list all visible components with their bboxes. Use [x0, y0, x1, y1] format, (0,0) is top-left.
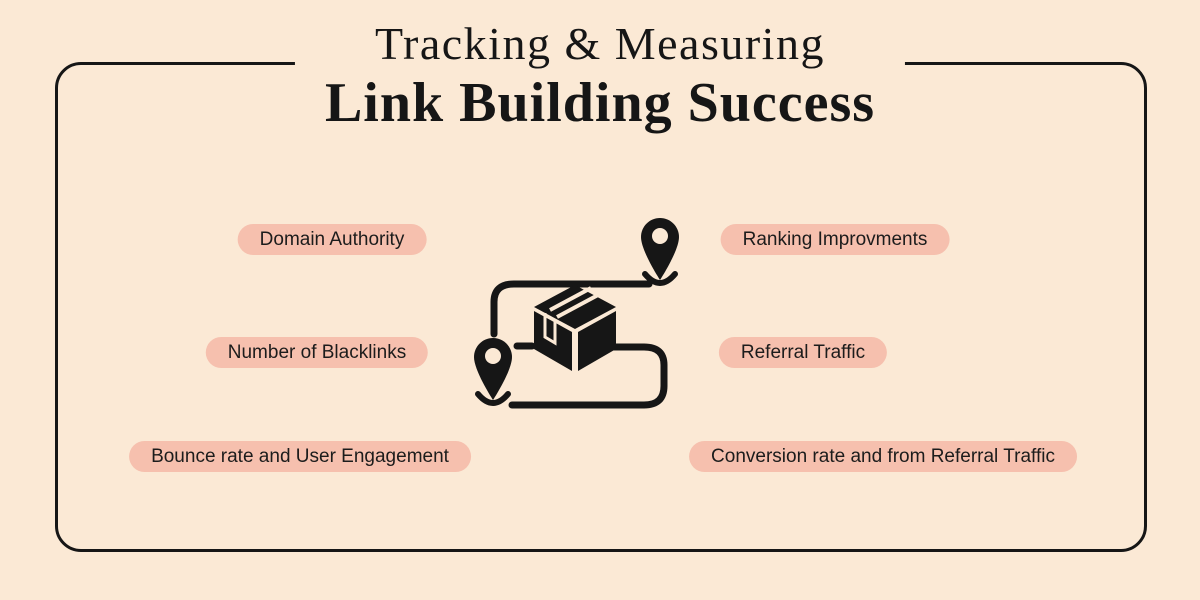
metric-pill-ranking-improvements: Ranking Improvments: [720, 224, 950, 255]
metric-pill-number-of-backlinks: Number of Blacklinks: [205, 337, 429, 368]
package-route-icon: [474, 218, 679, 409]
metric-pill-domain-authority: Domain Authority: [237, 224, 427, 255]
route-path: [490, 280, 668, 409]
page-title: Tracking & Measuring Link Building Succe…: [294, 12, 906, 138]
package-icon: [534, 285, 616, 371]
page-title-line1: Tracking & Measuring: [375, 18, 825, 69]
origin-pin-icon: [474, 338, 512, 406]
page-title-line2: Link Building Success: [324, 72, 876, 134]
metric-pill-bounce-rate: Bounce rate and User Engagement: [129, 441, 471, 472]
metric-pill-conversion-rate: Conversion rate and from Referral Traffi…: [689, 441, 1077, 472]
destination-pin-icon: [641, 218, 679, 286]
metric-pill-referral-traffic: Referral Traffic: [718, 337, 888, 368]
